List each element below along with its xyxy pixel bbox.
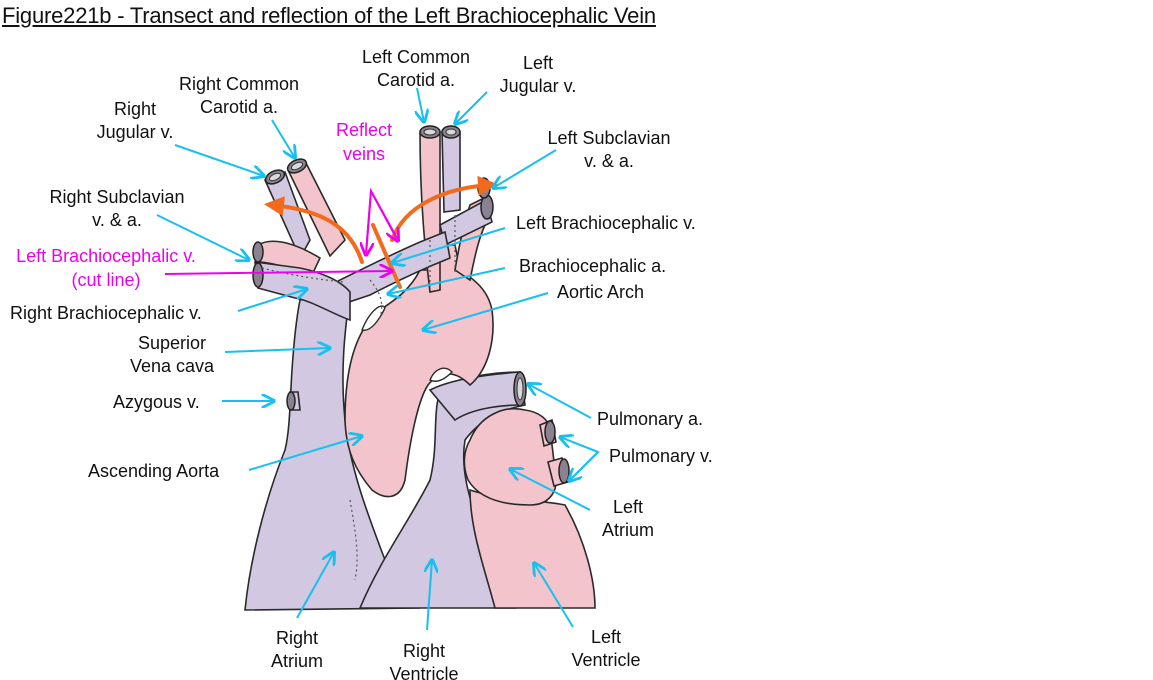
label-right-atrium-2: Atrium (271, 651, 323, 671)
pointer-superior-vena-cava (224, 348, 330, 352)
pointer-right-jugular (174, 144, 264, 176)
label-cut-line-2: (cut line) (71, 270, 140, 290)
pointer-brachiocephalic-a (388, 267, 506, 294)
pointer-right-ventricle (427, 560, 432, 631)
label-right-brachiocephalic-v: Right Brachiocephalic v. (10, 303, 202, 323)
label-right-subclavian-2: v. & a. (92, 210, 142, 230)
label-left-brachiocephalic-v: Left Brachiocephalic v. (516, 213, 696, 233)
pointer-left-jugular (455, 91, 488, 124)
label-svc-1: Superior (138, 333, 206, 353)
reflect-arrow-right (264, 196, 364, 264)
label-reflect-veins-2: veins (343, 144, 385, 164)
label-pulmonary-a: Pulmonary a. (597, 409, 703, 429)
pointer-right-subclavian (156, 214, 249, 260)
pulmonary-vein-lower-lumen (558, 458, 570, 484)
label-left-ventricle-1: Left (591, 627, 621, 647)
label-right-atrium-1: Right (276, 628, 318, 648)
label-left-common-carotid-2: Carotid a. (377, 70, 455, 90)
label-reflect-veins-1: Reflect (336, 120, 392, 140)
label-left-atrium-1: Left (613, 497, 643, 517)
pointer-left-atrium (510, 469, 591, 511)
pulmonary-vein-upper-lumen (544, 420, 556, 444)
label-aortic-arch: Aortic Arch (557, 282, 644, 302)
pointer-right-common-carotid (271, 119, 295, 158)
label-left-subclavian-2: v. & a. (584, 151, 634, 171)
label-left-jugular-1: Left (523, 53, 553, 73)
label-left-ventricle-2: Ventricle (571, 650, 640, 670)
cut-line (371, 223, 402, 289)
pointer-left-ventricle (534, 563, 574, 628)
label-right-common-carotid-1: Right Common (179, 74, 299, 94)
pointer-left-subclavian (493, 149, 557, 188)
labels: Right Common Carotid a. Right Jugular v.… (10, 47, 713, 680)
label-right-common-carotid-2: Carotid a. (200, 97, 278, 117)
heart-illustration (244, 125, 596, 611)
label-right-subclavian-1: Right Subclavian (49, 187, 184, 207)
label-right-jugular-1: Right (114, 99, 156, 119)
pointer-left-common-carotid (417, 87, 424, 122)
label-brachiocephalic-a: Brachiocephalic a. (519, 256, 666, 276)
label-azygous: Azygous v. (113, 392, 200, 412)
label-ascending-aorta: Ascending Aorta (88, 461, 220, 481)
label-cut-line-1: Left Brachiocephalic v. (16, 246, 196, 266)
pointer-cut-line (164, 271, 392, 274)
label-right-ventricle-2: Ventricle (389, 664, 458, 680)
pointer-pulmonary-a (528, 384, 592, 419)
magenta-pointers (164, 187, 398, 274)
label-right-jugular-2: Jugular v. (97, 122, 174, 142)
label-left-atrium-2: Atrium (602, 520, 654, 540)
pointer-right-atrium (296, 552, 334, 619)
label-left-jugular-2: Jugular v. (500, 76, 577, 96)
pointer-ascending-aorta (248, 436, 362, 471)
figure-title: Figure221b - Transect and reflection of … (2, 3, 656, 28)
label-left-common-carotid-1: Left Common (362, 47, 470, 67)
label-right-ventricle-1: Right (403, 641, 445, 661)
label-pulmonary-v: Pulmonary v. (609, 446, 713, 466)
label-svc-2: Vena cava (130, 356, 215, 376)
pointer-right-brachiocephalic-v (237, 289, 307, 312)
pointer-arrows (156, 87, 600, 631)
left-jugular (441, 131, 461, 213)
pointer-aortic-arch (423, 292, 549, 330)
pointer-left-brachiocephalic-v (392, 227, 506, 263)
label-left-subclavian-1: Left Subclavian (547, 128, 670, 148)
